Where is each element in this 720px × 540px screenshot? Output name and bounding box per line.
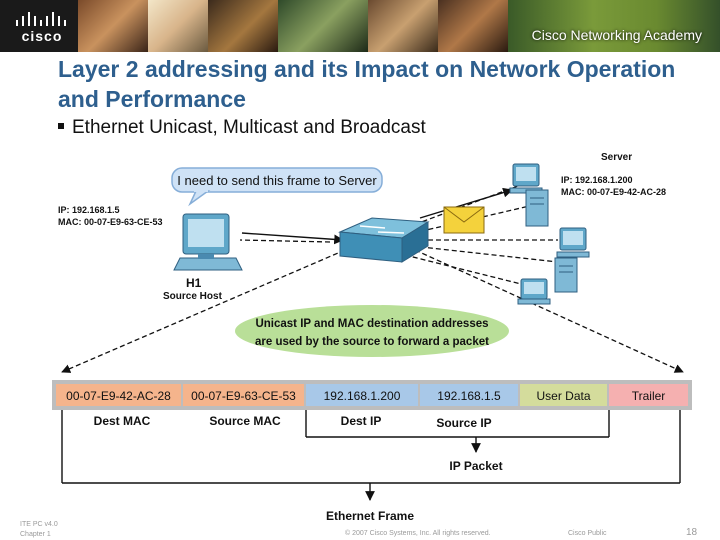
frame-field	[420, 384, 518, 406]
cisco-bars-icon	[16, 12, 66, 26]
dest-mac-label: Dest MAC	[94, 414, 151, 428]
frame-field-value: 192.168.1.5	[437, 389, 501, 403]
computer-icon	[556, 227, 590, 258]
frame-field-value: 00-07-E9-63-CE-53	[191, 389, 296, 403]
footer-course: ITE PC v4.0	[20, 521, 58, 528]
server-ip: IP: 192.168.1.200	[561, 175, 633, 185]
frame-field-value: 00-07-E9-42-AC-28	[66, 389, 171, 403]
network-diagram: I need to send this frame to Server IP: …	[52, 152, 692, 523]
note-line-2: are used by the source to forward a pack…	[255, 336, 489, 348]
note-line-1: Unicast IP and MAC destination addresses	[255, 318, 488, 330]
source-ip-label: Source IP	[436, 416, 491, 430]
academy-title: Cisco Networking Academy	[531, 27, 702, 43]
callout-text: I need to send this frame to Server	[177, 173, 377, 188]
frame-field	[520, 384, 607, 406]
dest-ip-label: Dest IP	[341, 414, 382, 428]
header-banner: cisco Cisco Networking Academy	[0, 0, 720, 52]
slide-title: Layer 2 addressing and its Impact on Net…	[58, 56, 676, 112]
source-host-icon	[173, 213, 243, 271]
bullet-item: Ethernet Unicast, Multicast and Broadcas…	[58, 117, 426, 139]
source-host-name: H1	[186, 276, 202, 290]
ip-packet-label: IP Packet	[449, 459, 502, 473]
callout-bubble	[171, 167, 383, 193]
banner-photo	[368, 0, 438, 52]
banner-photo	[508, 0, 720, 52]
frame-field-value: Trailer	[632, 389, 666, 403]
frame-fields: 00-07-E9-42-AC-28 00-07-E9-63-CE-53 192.16…	[56, 384, 688, 406]
banner-photo	[438, 0, 508, 52]
page-number: 18	[686, 527, 698, 538]
envelope-icon	[443, 206, 485, 234]
footer-public: Cisco Public	[568, 530, 607, 537]
switch-icon	[338, 217, 430, 263]
ethernet-frame-label: Ethernet Frame	[326, 509, 414, 523]
computer-icon	[517, 278, 551, 305]
banner-photo	[78, 0, 148, 52]
computer-icon	[509, 163, 543, 194]
bullet-text: Ethernet Unicast, Multicast and Broadcas…	[72, 117, 426, 138]
frame-field	[183, 384, 304, 406]
server-label: Server	[601, 152, 632, 163]
source-ip: IP: 192.168.1.5	[58, 205, 120, 215]
footer-copyright: © 2007 Cisco Systems, Inc. All rights re…	[345, 530, 491, 537]
cisco-logo: cisco	[12, 8, 72, 44]
banner-photo	[278, 0, 368, 52]
source-host-role: Source Host	[163, 291, 223, 302]
server-icon	[554, 257, 578, 293]
banner-photo	[148, 0, 208, 52]
frame-field-value: 192.168.1.200	[324, 389, 401, 403]
banner-photo	[208, 0, 278, 52]
frame-field	[609, 384, 688, 406]
note-ellipse	[235, 305, 509, 357]
server-icon	[525, 189, 549, 227]
footer-left: ITE PC v4.0 Chapter 1	[20, 520, 58, 540]
server-mac: MAC: 00-07-E9-42-AC-28	[561, 187, 666, 197]
source-mac-label: Source MAC	[209, 414, 281, 428]
frame-field	[306, 384, 418, 406]
bullet-marker	[58, 122, 64, 129]
footer-chapter: Chapter 1	[20, 531, 51, 538]
source-mac: MAC: 00-07-E9-63-CE-53	[58, 217, 163, 227]
brand-text: cisco	[21, 28, 63, 44]
frame-field	[56, 384, 181, 406]
frame-field-value: User Data	[536, 389, 590, 403]
banner-photos	[78, 0, 720, 52]
